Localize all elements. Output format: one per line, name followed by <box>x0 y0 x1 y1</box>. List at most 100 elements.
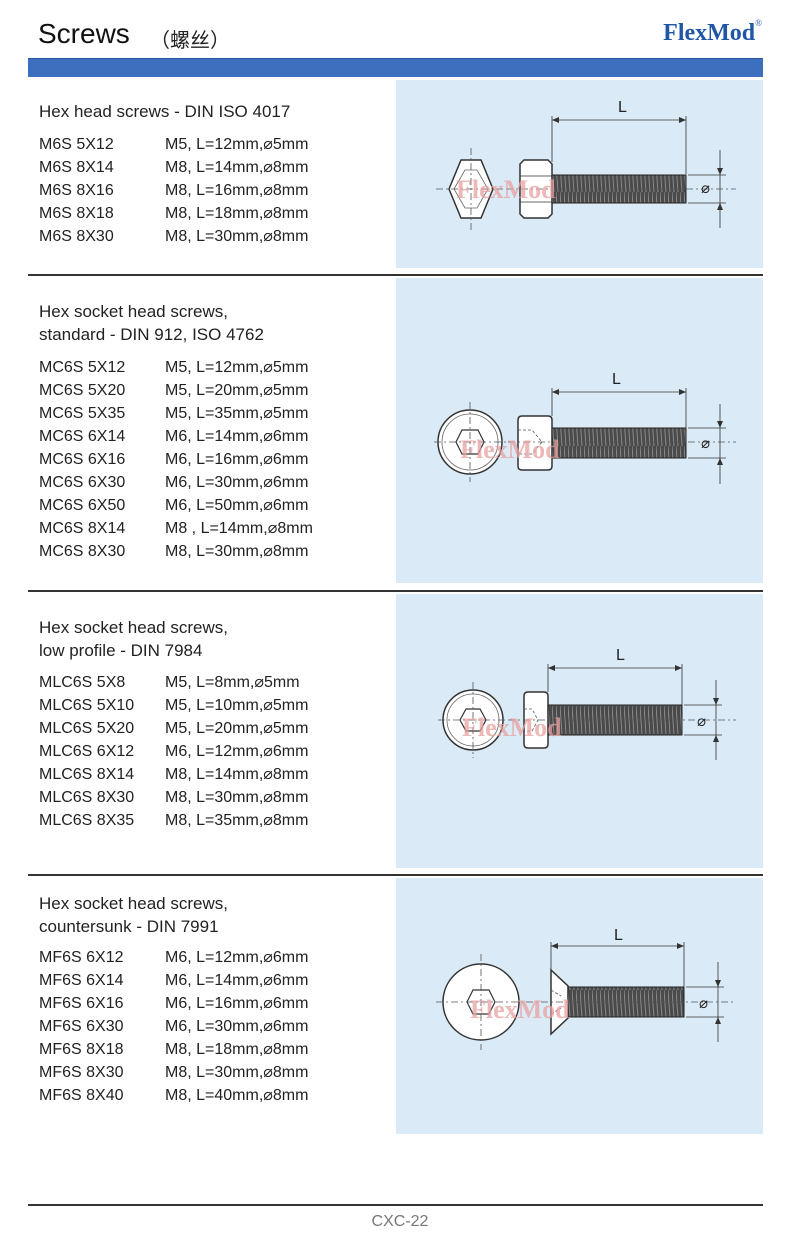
item-code: MC6S 6X50 <box>39 497 126 514</box>
diameter-label: ⌀ <box>699 994 708 1012</box>
item-spec: M6, L=16mm,⌀6mm <box>165 451 309 468</box>
section-title: Hex head screws - DIN ISO 4017 <box>39 100 290 123</box>
registered-mark: ® <box>755 18 762 28</box>
section-title-line: Hex head screws - DIN ISO 4017 <box>39 102 291 121</box>
header-accent-bar <box>28 58 763 77</box>
item-spec: M8, L=14mm,⌀8mm <box>165 159 309 176</box>
item-code: M6S 8X30 <box>39 228 114 245</box>
dimension-label: L <box>614 927 623 944</box>
section-countersunk: Hex socket head screws, countersunk - DI… <box>28 876 763 1138</box>
item-code: M6S 8X16 <box>39 182 114 199</box>
section-title: Hex socket head screws, countersunk - DI… <box>39 892 228 938</box>
item-code: MLC6S 5X8 <box>39 674 126 691</box>
item-code: MF6S 6X16 <box>39 995 124 1012</box>
brand-logo: FlexMod® <box>663 18 762 47</box>
item-spec: M5, L=12mm,⌀5mm <box>165 359 309 376</box>
item-spec: M6, L=30mm,⌀6mm <box>165 1018 309 1035</box>
section-hex-socket-standard: Hex socket head screws, standard - DIN 9… <box>28 276 763 588</box>
watermark: FlexMod <box>470 995 570 1024</box>
item-spec: M8, L=30mm,⌀8mm <box>165 1064 309 1081</box>
section-title-line: Hex socket head screws, <box>39 894 228 913</box>
watermark: FlexMod <box>460 435 560 464</box>
item-spec: M8, L=30mm,⌀8mm <box>165 543 309 560</box>
item-code: MC6S 8X30 <box>39 543 126 560</box>
page-title: Screws <box>38 18 130 49</box>
item-code: MF6S 8X18 <box>39 1041 124 1058</box>
section-hex-socket-low-profile: Hex socket head screws, low profile - DI… <box>28 592 763 874</box>
item-code: MLC6S 8X30 <box>39 789 135 806</box>
item-spec: M8 , L=14mm,⌀8mm <box>165 520 313 537</box>
item-spec: M6, L=12mm,⌀6mm <box>165 743 309 760</box>
item-code: MC6S 6X14 <box>39 428 126 445</box>
item-code: MLC6S 5X20 <box>39 720 135 737</box>
item-code: MLC6S 5X10 <box>39 697 135 714</box>
hex-head-screw-svg: L ⌀ FlexMod <box>436 99 736 230</box>
item-code: MC6S 6X16 <box>39 451 126 468</box>
section-divider <box>28 590 763 592</box>
item-code: MC6S 8X14 <box>39 520 126 537</box>
item-spec: M8, L=35mm,⌀8mm <box>165 812 309 829</box>
item-spec: M5, L=35mm,⌀5mm <box>165 405 309 422</box>
item-spec: M8, L=14mm,⌀8mm <box>165 766 309 783</box>
footer-divider <box>28 1204 763 1206</box>
item-spec: M8, L=30mm,⌀8mm <box>165 228 309 245</box>
watermark: FlexMod <box>456 175 556 204</box>
item-spec: M8, L=18mm,⌀8mm <box>165 205 309 222</box>
item-code: MF6S 6X30 <box>39 1018 124 1035</box>
low-profile-screw-svg: L ⌀ FlexMod <box>438 647 736 760</box>
item-spec: M6, L=12mm,⌀6mm <box>165 949 309 966</box>
diameter-label: ⌀ <box>701 179 710 197</box>
item-spec: M6, L=16mm,⌀6mm <box>165 995 309 1012</box>
watermark: FlexMod <box>462 713 562 742</box>
section-title-line: Hex socket head screws, <box>39 302 228 321</box>
section-title-line: Hex socket head screws, <box>39 618 228 637</box>
section-title: Hex socket head screws, low profile - DI… <box>39 616 228 662</box>
item-spec: M6, L=14mm,⌀6mm <box>165 428 309 445</box>
item-code: M6S 5X12 <box>39 136 114 153</box>
item-code: MLC6S 8X14 <box>39 766 135 783</box>
diameter-label: ⌀ <box>697 712 706 730</box>
item-spec: M8, L=18mm,⌀8mm <box>165 1041 309 1058</box>
item-code: MF6S 6X14 <box>39 972 124 989</box>
item-spec: M8, L=16mm,⌀8mm <box>165 182 309 199</box>
hex-socket-screw-svg: L ⌀ FlexMod <box>434 371 736 484</box>
item-code: MC6S 5X12 <box>39 359 126 376</box>
countersunk-screw-drawing: L ⌀ FlexMod <box>396 878 763 1134</box>
item-code: MC6S 5X35 <box>39 405 126 422</box>
brand-name: FlexMod <box>663 20 756 46</box>
page-title-chinese: （螺丝） <box>150 28 230 52</box>
section-title-line: low profile - DIN 7984 <box>39 641 203 660</box>
section-title-line: standard - DIN 912, ISO 4762 <box>39 325 264 344</box>
item-spec: M5, L=8mm,⌀5mm <box>165 674 300 691</box>
diameter-label: ⌀ <box>701 434 710 452</box>
section-title-line: countersunk - DIN 7991 <box>39 917 219 936</box>
section-divider <box>28 874 763 876</box>
item-code: MLC6S 8X35 <box>39 812 135 829</box>
item-spec: M6, L=30mm,⌀6mm <box>165 474 309 491</box>
item-spec: M5, L=10mm,⌀5mm <box>165 697 309 714</box>
item-code: M6S 8X14 <box>39 159 114 176</box>
item-code: MC6S 5X20 <box>39 382 126 399</box>
hex-head-screw-drawing: L ⌀ FlexMod <box>396 80 763 268</box>
dimension-label: L <box>616 647 625 664</box>
section-title: Hex socket head screws, standard - DIN 9… <box>39 300 264 346</box>
item-code: MF6S 8X30 <box>39 1064 124 1081</box>
page-number: CXC-22 <box>371 1213 429 1230</box>
item-spec: M5, L=12mm,⌀5mm <box>165 136 309 153</box>
hex-socket-screw-drawing: L ⌀ FlexMod <box>396 278 763 583</box>
page-header: Screws （螺丝） FlexMod® <box>0 0 800 60</box>
item-spec: M6, L=14mm,⌀6mm <box>165 972 309 989</box>
item-code: MLC6S 6X12 <box>39 743 135 760</box>
countersunk-screw-svg: L ⌀ FlexMod <box>436 927 736 1050</box>
item-spec: M8, L=40mm,⌀8mm <box>165 1087 309 1104</box>
dimension-label: L <box>618 99 627 116</box>
section-divider <box>28 274 763 276</box>
item-spec: M5, L=20mm,⌀5mm <box>165 720 309 737</box>
item-code: M6S 8X18 <box>39 205 114 222</box>
item-spec: M8, L=30mm,⌀8mm <box>165 789 309 806</box>
item-code: MF6S 8X40 <box>39 1087 124 1104</box>
item-spec: M6, L=50mm,⌀6mm <box>165 497 309 514</box>
item-spec: M5, L=20mm,⌀5mm <box>165 382 309 399</box>
low-profile-screw-drawing: L ⌀ FlexMod <box>396 594 763 868</box>
